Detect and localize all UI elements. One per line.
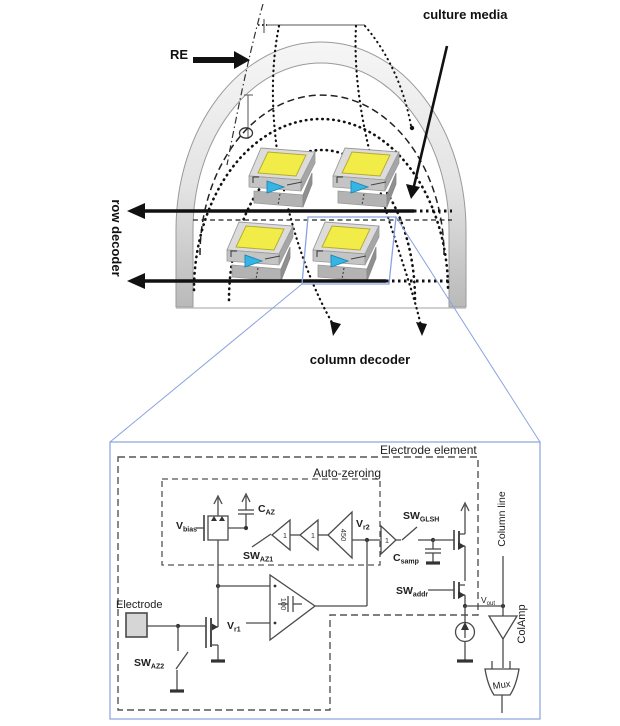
electrode-chip	[226, 221, 294, 282]
main-amplifier	[218, 573, 367, 642]
dashed-arc	[199, 94, 445, 256]
electrode-element-label: Electrode element	[380, 443, 477, 457]
buffer2-gain-label: 1	[311, 531, 315, 540]
buffer3-gain-label: 1	[385, 536, 389, 545]
zoom-line-right	[395, 216, 541, 443]
column-line-label: Column line	[496, 491, 508, 547]
vr1-label: Vr1	[227, 620, 241, 634]
electrode-chip	[312, 221, 380, 282]
sw-az2-switch	[170, 626, 189, 693]
sw-az2-label: SWAZ2	[134, 657, 164, 671]
source-follower-transistor	[453, 501, 470, 581]
buffer1-gain-label: 1	[283, 531, 287, 540]
row-decoder-label: row decoder	[109, 199, 124, 276]
sw-az1-switch	[251, 533, 272, 548]
colamp-label: ColAmp	[516, 604, 528, 643]
vbias-transistor	[196, 494, 246, 541]
current-source	[454, 606, 476, 663]
chip-highlight-outline	[301, 216, 397, 285]
row-select-lines	[127, 203, 452, 289]
dash-dot-diagonal	[226, 3, 264, 166]
re-label: RE	[170, 47, 188, 62]
csamp-capacitor	[425, 540, 441, 565]
caz-capacitor	[238, 492, 254, 528]
vbias-label: Vbias	[176, 520, 197, 534]
auto-zero-amplifier-chain	[270, 510, 380, 560]
column-select-lines	[271, 24, 427, 336]
culture-media-label: culture media	[423, 7, 508, 22]
dome-band	[175, 41, 467, 308]
re-arrow-icon	[193, 51, 250, 69]
culture-media-arrowhead-icon	[406, 184, 420, 199]
column-decoder-label: column decoder	[310, 352, 410, 367]
sw-az1-label: SWAZ1	[243, 550, 273, 564]
mux-label: Mux	[492, 679, 512, 692]
amp450-gain-label: 450	[339, 529, 348, 542]
circuit-outline-box	[109, 441, 541, 720]
electrode-chip	[248, 147, 316, 208]
sw-addr-label: SWaddr	[396, 585, 428, 599]
sample-buffer	[380, 524, 397, 556]
electrode-element-box	[117, 456, 479, 711]
auto-zeroing-box	[161, 478, 381, 566]
electrode-label: Electrode	[116, 599, 162, 611]
electrode-element-circuit: Electrode element Auto-zeroing	[109, 441, 541, 720]
vr2-label: Vr2	[356, 518, 370, 532]
vout-label: Vout	[481, 595, 495, 607]
caz-label: CAZ	[258, 503, 276, 517]
zoom-line-left	[109, 283, 303, 443]
input-transistor	[178, 617, 225, 663]
culture-media-arrow	[412, 45, 449, 187]
dotted-arc-outer	[192, 117, 450, 292]
sw-glsh-switch	[401, 526, 418, 541]
colamp-amplifier	[487, 606, 519, 668]
probe-pin	[238, 94, 254, 139]
dotted-arc-inner	[227, 148, 417, 302]
mux-block	[484, 661, 520, 713]
auto-zeroing-label: Auto-zeroing	[313, 466, 381, 480]
csamp-label: Csamp	[393, 552, 419, 566]
electrode-pad	[125, 612, 148, 638]
sw-glsh-label: SWGLSH	[403, 510, 439, 524]
address-transistor	[428, 581, 466, 606]
electrode-chip	[332, 147, 400, 208]
culture-chamber-dome: RE culture media row decoder column deco…	[109, 3, 541, 443]
amp100-gain-label: 100	[279, 598, 288, 611]
